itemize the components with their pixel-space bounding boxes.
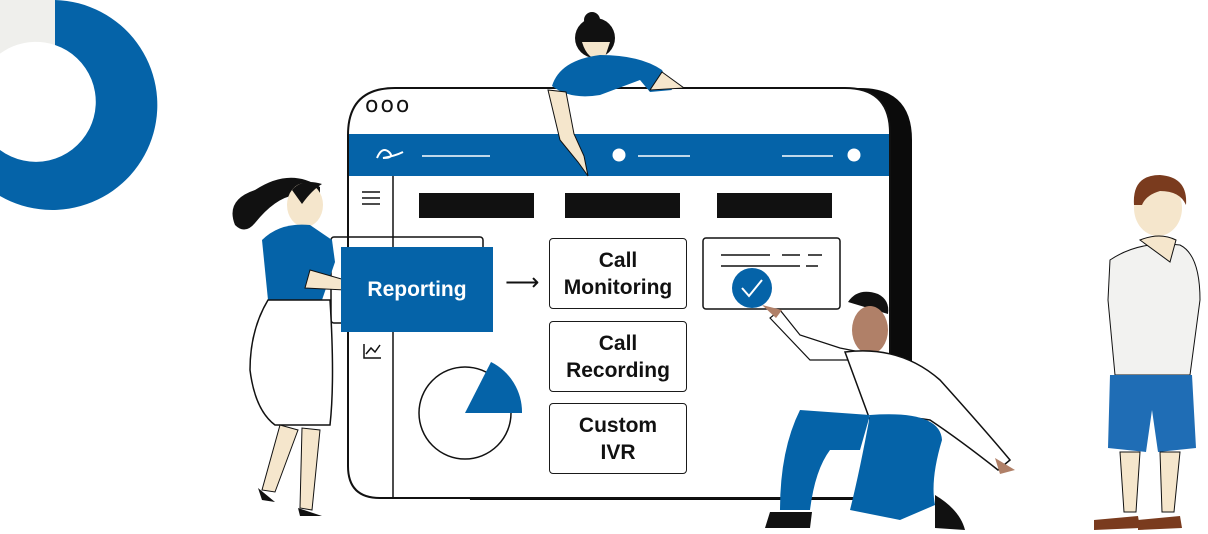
option-line2: Recording [566, 358, 670, 382]
option-line1: Call [598, 248, 638, 272]
person-top [547, 12, 686, 177]
donut-chart-decoration [0, 0, 158, 210]
person-left [232, 177, 346, 516]
option-line1: Custom [578, 413, 658, 437]
trend-chart-icon [363, 344, 381, 359]
person-kneeling [762, 291, 1015, 530]
header-dot-center [612, 148, 626, 162]
pie-chart-decoration [418, 362, 523, 460]
signature-icon [376, 149, 404, 159]
option-line2: IVR [600, 440, 636, 464]
window-controls[interactable]: ooo [365, 93, 412, 118]
checklist-card [702, 237, 841, 310]
option-call-recording[interactable]: Call Recording [549, 321, 687, 392]
arrow-right-icon: ⟶ [505, 268, 540, 296]
hamburger-icon [362, 191, 380, 205]
column-header-block-1 [419, 193, 534, 218]
header-dot-right [847, 148, 861, 162]
option-line1: Call [598, 331, 638, 355]
person-right [1094, 175, 1201, 530]
column-header-block-3 [717, 193, 832, 218]
option-call-monitoring[interactable]: Call Monitoring [549, 238, 687, 309]
reporting-button[interactable]: Reporting [341, 247, 493, 332]
column-header-block-2 [565, 193, 680, 218]
option-custom-ivr[interactable]: Custom IVR [549, 403, 687, 474]
reporting-label: Reporting [367, 277, 467, 301]
option-line2: Monitoring [563, 275, 673, 299]
checkmark-icon [732, 268, 772, 308]
